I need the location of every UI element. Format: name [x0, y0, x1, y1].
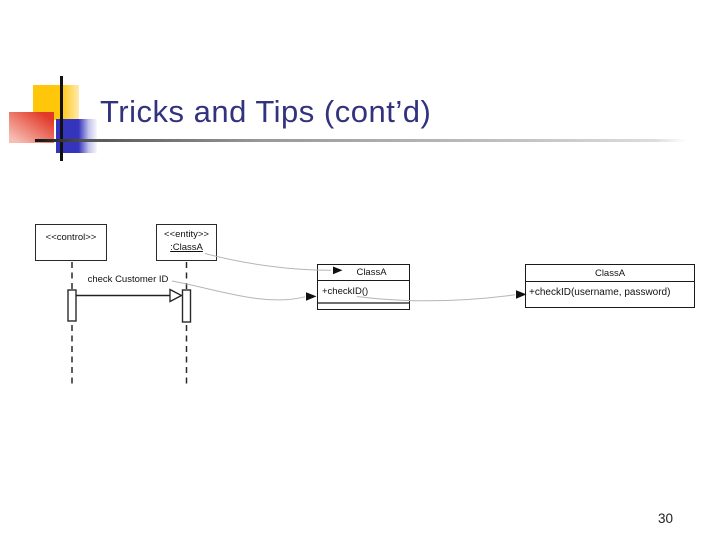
curve-entity-to-class: [204, 253, 332, 271]
control-lifeline-box: <<control>>: [35, 224, 107, 261]
entity-object-name: :ClassA: [170, 241, 203, 253]
message-label: check Customer ID: [87, 274, 169, 285]
control-stereotype: <<control>>: [45, 232, 97, 243]
message-open-arrowhead: [169, 288, 183, 303]
class-before-name: ClassA: [318, 265, 409, 281]
control-activation-bar: [67, 289, 77, 322]
entity-stereotype: <<entity>>: [164, 229, 209, 240]
entity-lifeline-box: <<entity>> :ClassA: [156, 224, 217, 261]
curve-message-to-operation: [171, 280, 306, 301]
decoration-vertical-line: [60, 76, 63, 161]
class-after-name: ClassA: [526, 265, 694, 282]
slide-title: Tricks and Tips (cont’d): [100, 94, 432, 129]
class-box-after: ClassA +checkID(username, password): [525, 264, 695, 308]
title-underline-rule: [35, 139, 687, 142]
arrowhead-operation-before-icon: [306, 292, 317, 301]
decoration-red-square: [9, 112, 54, 143]
class-box-before: ClassA +checkID(): [317, 264, 410, 310]
class-after-operation: +checkID(username, password): [529, 287, 671, 298]
page-number: 30: [658, 511, 674, 526]
entity-activation-bar: [181, 289, 192, 323]
class-before-operation: +checkID(): [322, 286, 369, 297]
